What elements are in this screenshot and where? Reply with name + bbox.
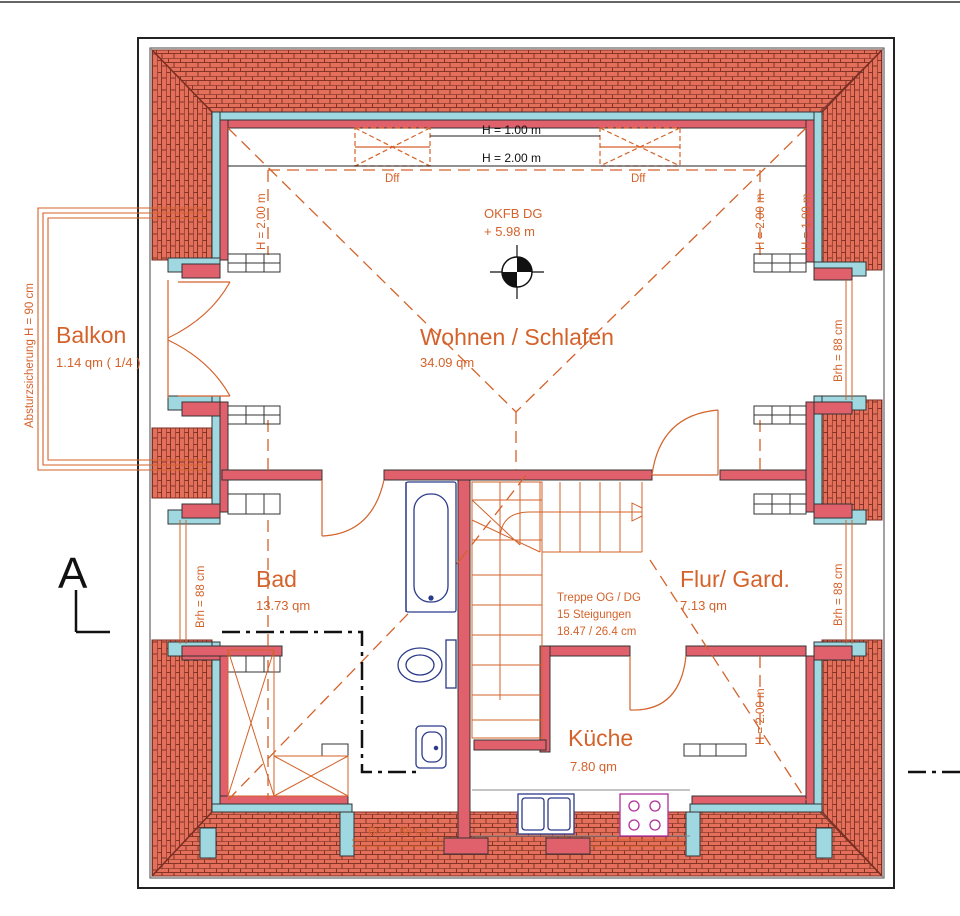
height-label-left-vertical: H = 2.00 m bbox=[256, 193, 268, 250]
stair-label-1: Treppe OG / DG bbox=[557, 592, 641, 604]
room-area-balkon: 1.14 qm ( 1/4 ) bbox=[56, 355, 141, 370]
brh-label-left: Brh = 88 cm bbox=[195, 566, 207, 628]
dff-label-right: Dff bbox=[631, 173, 646, 185]
plan-frame bbox=[137, 37, 895, 889]
level-symbol-icon bbox=[490, 245, 544, 299]
balcony-door bbox=[167, 280, 231, 398]
height-markers bbox=[227, 253, 807, 757]
balcony-railing bbox=[37, 207, 208, 471]
plan-frame-inner bbox=[149, 47, 885, 879]
section-marker-a bbox=[74, 590, 110, 634]
room-name-kueche: Küche bbox=[568, 725, 633, 751]
bathtub bbox=[405, 481, 457, 613]
dff-label-left: Dff bbox=[385, 173, 400, 185]
room-area-kueche: 7.80 qm bbox=[570, 759, 617, 774]
roof-window-left bbox=[354, 127, 431, 167]
stair-label-3: 18.47 / 26.4 cm bbox=[557, 626, 636, 638]
stair-label-2: 15 Steigungen bbox=[557, 609, 631, 621]
height-label-kitchen-vertical: H = 2.00 m bbox=[755, 688, 767, 745]
brh-label-bottom: Brh = 88 cm bbox=[368, 826, 430, 838]
room-area-flur: 7.13 qm bbox=[680, 598, 727, 613]
toilet bbox=[397, 639, 457, 689]
section-letter-a: A bbox=[58, 549, 88, 598]
kitchen-sink bbox=[517, 793, 575, 835]
shaft-box bbox=[227, 649, 349, 797]
roof-window-right bbox=[599, 127, 681, 167]
room-area-wohnen: 34.09 qm bbox=[420, 355, 474, 370]
room-name-flur: Flur/ Gard. bbox=[680, 566, 790, 592]
section-line bbox=[222, 630, 960, 774]
staircase bbox=[471, 481, 643, 739]
height-label-2m: H = 2.00 m bbox=[482, 151, 541, 165]
height-label-1m-vertical: H = 1.00 m bbox=[801, 193, 813, 250]
brh-label-right-top: Brh = 88 cm bbox=[833, 320, 845, 382]
brh-label-right-mid: Brh = 88 cm bbox=[833, 564, 845, 626]
room-name-balkon: Balkon bbox=[56, 322, 126, 348]
stove bbox=[619, 793, 669, 837]
okfb-label: OKFB DG bbox=[484, 206, 543, 221]
window-sills bbox=[167, 280, 853, 847]
height-label-1m: H = 1.00 m bbox=[482, 123, 541, 137]
room-name-bad: Bad bbox=[256, 566, 297, 592]
doors bbox=[321, 409, 719, 711]
absturz-label: Absturzsicherung H = 90 cm bbox=[24, 283, 36, 428]
room-name-wohnen: Wohnen / Schlafen bbox=[420, 324, 614, 350]
washbasin bbox=[415, 725, 447, 769]
okfb-value: + 5.98 m bbox=[484, 224, 535, 239]
height-label-right-vertical: H = 2.00 m bbox=[755, 193, 767, 250]
room-area-bad: 13.73 qm bbox=[256, 598, 310, 613]
